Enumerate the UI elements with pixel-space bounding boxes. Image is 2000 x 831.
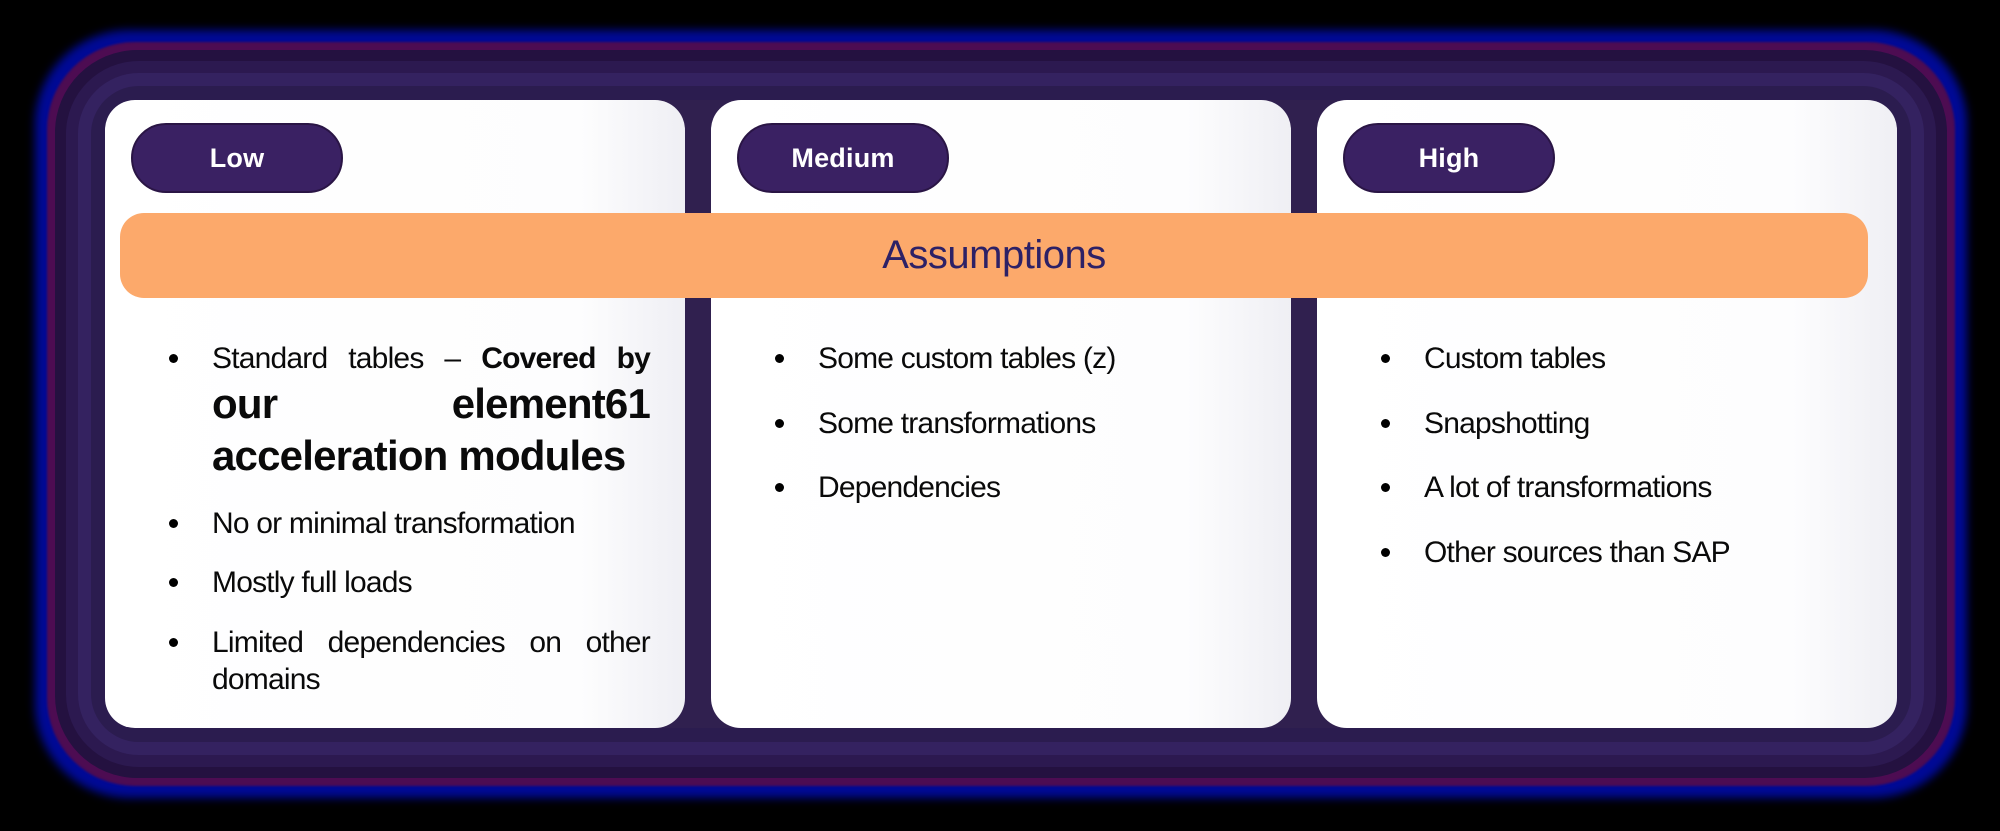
item-text: Some custom tables (z) — [818, 342, 1116, 375]
list-item: Custom tables — [1317, 340, 1862, 378]
card-medium: Medium Some custom tables (z) Some trans… — [711, 100, 1291, 728]
item-text: Dependencies — [818, 471, 1001, 504]
badge-high-label: High — [1418, 142, 1480, 173]
item-text: Other sources than SAP — [1424, 535, 1731, 569]
list-item: Other sources than SAP — [1317, 534, 1862, 572]
card-high-list: Custom tables Snapshotting A lot of tran… — [1317, 100, 1897, 571]
item-text: A lot of transformations — [1424, 471, 1712, 504]
list-item: Standard tables – Covered by our element… — [105, 340, 651, 483]
badge-low: Low — [131, 123, 343, 193]
item-text: Custom tables — [1424, 342, 1606, 375]
badge-medium: Medium — [737, 123, 949, 193]
item-text: No or minimal transformation — [212, 506, 576, 540]
list-item: Some custom tables (z) — [711, 340, 1256, 378]
item-text-bold: Covered by — [481, 342, 651, 375]
list-item: Some transformations — [711, 405, 1256, 443]
badge-medium-label: Medium — [791, 142, 895, 173]
item-text: Limited dependencies on other domains — [212, 625, 651, 697]
list-item: Dependencies — [711, 469, 1256, 507]
item-text: Mostly full loads — [212, 566, 413, 599]
card-high: High Custom tables Snapshotting A lot of… — [1317, 100, 1897, 728]
item-text: Some transformations — [818, 406, 1096, 440]
list-item: Snapshotting — [1317, 405, 1862, 443]
item-text: Standard tables – — [212, 342, 482, 375]
assumptions-banner-label: Assumptions — [882, 233, 1106, 277]
list-item: A lot of transformations — [1317, 469, 1862, 507]
item-text: Snapshotting — [1424, 406, 1590, 440]
assumptions-banner: Assumptions — [120, 213, 1868, 298]
list-item: No or minimal transformation — [105, 505, 650, 543]
list-item: Limited dependencies on other domains — [105, 624, 651, 699]
badge-high: High — [1343, 123, 1555, 193]
badge-low-label: Low — [209, 142, 265, 173]
item-text-bold-large: our element61 acceleration modules — [212, 379, 651, 480]
card-low-list: Standard tables – Covered by our element… — [105, 100, 685, 699]
cards-row: Low Standard tables – Covered by our ele… — [105, 100, 1897, 728]
card-low: Low Standard tables – Covered by our ele… — [105, 100, 685, 728]
card-medium-list: Some custom tables (z) Some transformati… — [711, 100, 1291, 507]
list-item: Mostly full loads — [105, 564, 650, 602]
